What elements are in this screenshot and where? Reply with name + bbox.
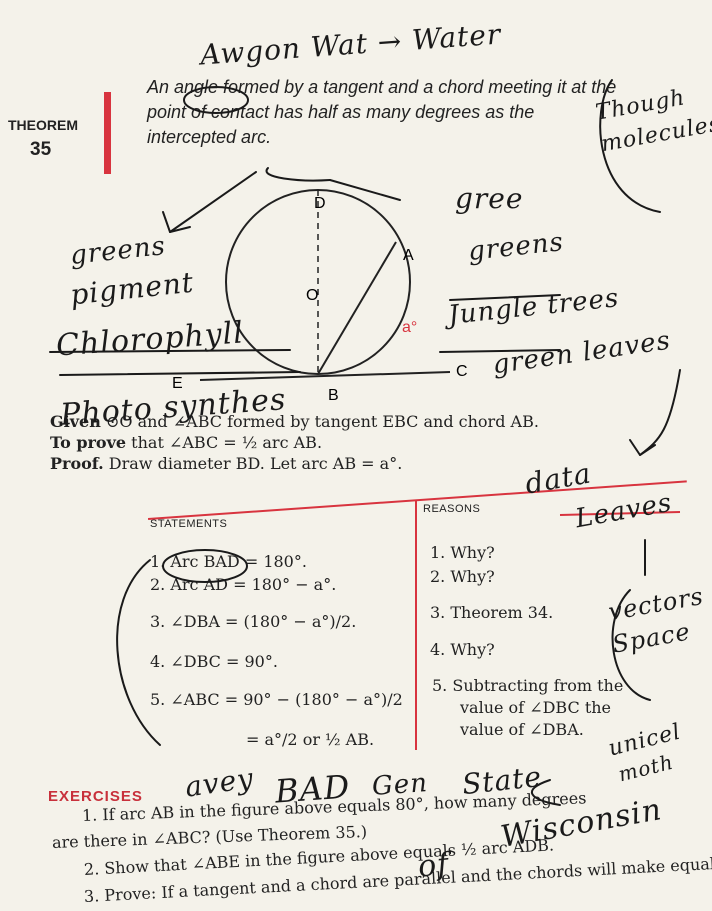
handwriting-bad: BAD (273, 767, 352, 811)
arrow-to-data (639, 369, 681, 456)
bracket-moth (530, 779, 561, 806)
arrowhead-data (629, 439, 656, 456)
statements-header: STATEMENTS (150, 518, 228, 530)
handwriting-of: of (416, 846, 451, 885)
label-a-degrees: a° (402, 319, 417, 336)
arrow-to-avey (116, 559, 161, 746)
label-b: B (328, 387, 339, 404)
proof-text: Draw diameter BD. Let arc AB = a°. (108, 454, 403, 473)
statement-2: 2. Arc AD = 180° − a°. (150, 575, 337, 594)
statement-5: 5. ∠ABC = 90° − (180° − a°)/2 (150, 690, 403, 709)
given-text: ⊙O and ∠ABC formed by tangent EBC and ch… (105, 412, 539, 431)
underline-greens (439, 294, 561, 353)
reason-5-line-3: value of ∠DBA. (460, 720, 584, 739)
handwriting-gen: Gen (371, 768, 429, 802)
statement-3: 3. ∠DBA = (180° − a°)/2. (150, 612, 357, 631)
prove-label: To prove (50, 433, 127, 452)
connector-arc (265, 167, 331, 182)
reasons-header: REASONS (423, 503, 481, 515)
arrowhead-greens (162, 211, 191, 233)
circle-diagram: D A O a° E B C (172, 189, 468, 404)
statement-5-continued: = a°/2 or ½ AB. (246, 730, 375, 749)
table-column-divider (415, 500, 417, 750)
label-c: C (456, 363, 468, 380)
theorem-accent-bar (104, 92, 111, 174)
theorem-label: THEOREM (8, 117, 78, 133)
red-rule-extension (559, 511, 681, 516)
proof-label: Proof. (50, 454, 104, 473)
reason-4: 4. Why? (430, 640, 495, 659)
prove-text: that ∠ABC = ½ arc AB. (131, 433, 323, 452)
handwriting-gree: gree (455, 182, 524, 215)
label-a: A (403, 247, 414, 264)
circle-annotation-arc-bad (162, 549, 248, 583)
tangent-ebc (199, 371, 451, 381)
given-label: Given (50, 412, 101, 431)
bracket-molecules (599, 79, 661, 213)
reason-5: 5. Subtracting from the (432, 676, 624, 695)
chord-ab (317, 241, 397, 375)
theorem-number: 35 (30, 139, 52, 160)
reason-3: 3. Theorem 34. (430, 603, 554, 622)
label-e: E (172, 375, 183, 392)
underline-chlorophyll (49, 349, 301, 376)
reason-5-line-2: value of ∠DBC the (460, 698, 612, 717)
arrow-to-greens (169, 171, 257, 233)
bracket-vectors (611, 589, 651, 701)
label-d: D (314, 195, 326, 212)
statement-1: 1. Arc BAD = 180°. (150, 552, 307, 571)
reason-1: 1. Why? (430, 543, 495, 562)
reason-2: 2. Why? (430, 567, 495, 586)
circle-annotation-angle (183, 86, 249, 114)
label-o: O (306, 287, 318, 304)
arrow-to-gree (329, 179, 401, 201)
statement-4: 4. ∠DBC = 90°. (150, 652, 278, 671)
given-block: Given ⊙O and ∠ABC formed by tangent EBC … (50, 411, 670, 474)
exercises-header: EXERCISES (48, 788, 143, 805)
